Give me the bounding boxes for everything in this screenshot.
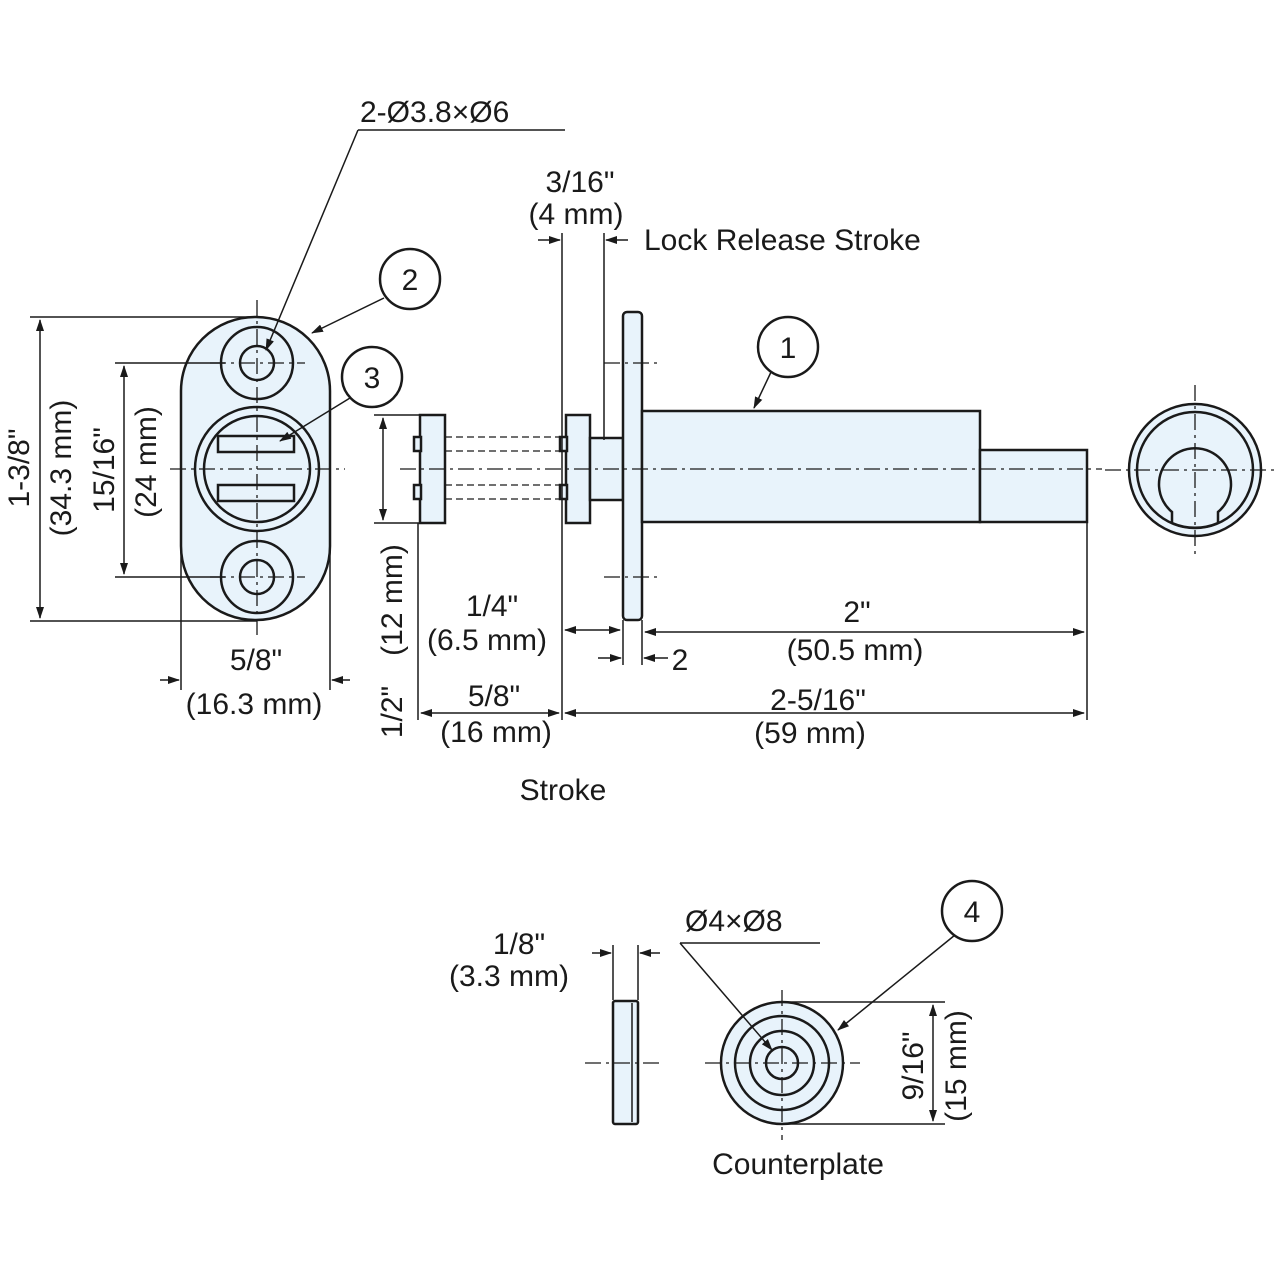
total-len-mm: (59 mm) bbox=[754, 717, 866, 750]
end-view bbox=[1105, 385, 1275, 555]
cp-thick-mm: (3.3 mm) bbox=[449, 960, 569, 993]
cp-dia-in: 9/16" bbox=[897, 1031, 930, 1100]
knob-slot-bottom bbox=[216, 483, 296, 503]
callout-1: 1 bbox=[780, 332, 797, 365]
knob-dia-in: 1/2" bbox=[376, 686, 409, 738]
counterplate-front bbox=[679, 934, 956, 1140]
callout-1-circle bbox=[756, 315, 820, 379]
flange-side bbox=[621, 310, 644, 622]
body-len-in: 2" bbox=[843, 596, 870, 629]
front-dims bbox=[30, 129, 565, 690]
callout-4: 4 bbox=[964, 896, 981, 929]
flange-thickness: 2 bbox=[672, 644, 689, 677]
release-in: 3/16" bbox=[545, 166, 614, 199]
front-width-mm: (16.3 mm) bbox=[186, 688, 323, 721]
hole-pitch-in: 15/16" bbox=[88, 427, 121, 513]
stroke-mm: (16 mm) bbox=[440, 716, 552, 749]
bolt bbox=[978, 448, 1089, 524]
body-len-mm: (50.5 mm) bbox=[787, 634, 924, 667]
release-mm: (4 mm) bbox=[529, 198, 624, 231]
front-height-mm: (34.3 mm) bbox=[45, 400, 78, 537]
callout-3: 3 bbox=[364, 362, 381, 395]
callout-3-circle bbox=[340, 345, 404, 409]
hole-pitch-mm: (24 mm) bbox=[130, 406, 163, 518]
knob-slot-top bbox=[216, 434, 296, 454]
cp-thick-in: 1/8" bbox=[493, 928, 545, 961]
stroke-label: Stroke bbox=[520, 774, 607, 807]
callout-2-circle bbox=[378, 247, 442, 311]
total-len-in: 2-5/16" bbox=[770, 684, 866, 717]
callout-4-circle bbox=[940, 879, 1004, 943]
counterplate-label: Counterplate bbox=[712, 1148, 884, 1181]
front-height-in: 1-3/8" bbox=[3, 428, 36, 507]
knob-dia-mm: (12 mm) bbox=[376, 544, 409, 656]
gap-mm: (6.5 mm) bbox=[427, 624, 547, 657]
lock-release-label: Lock Release Stroke bbox=[644, 224, 921, 257]
stroke-in: 5/8" bbox=[468, 680, 520, 713]
callout-2: 2 bbox=[402, 264, 419, 297]
side-view bbox=[400, 310, 1102, 622]
front-width-in: 5/8" bbox=[230, 644, 282, 677]
hole-spec-top: 2-Ø3.8×Ø6 bbox=[360, 96, 509, 129]
end-bolt-profile bbox=[1157, 447, 1233, 530]
counterplate-side bbox=[585, 945, 660, 1126]
body bbox=[640, 409, 982, 524]
side-dims bbox=[374, 233, 1088, 720]
gap-in: 1/4" bbox=[466, 590, 518, 623]
cp-dia-mm: (15 mm) bbox=[940, 1010, 973, 1122]
hole-spec-counter: Ø4×Ø8 bbox=[685, 905, 783, 938]
front-view bbox=[170, 300, 345, 640]
